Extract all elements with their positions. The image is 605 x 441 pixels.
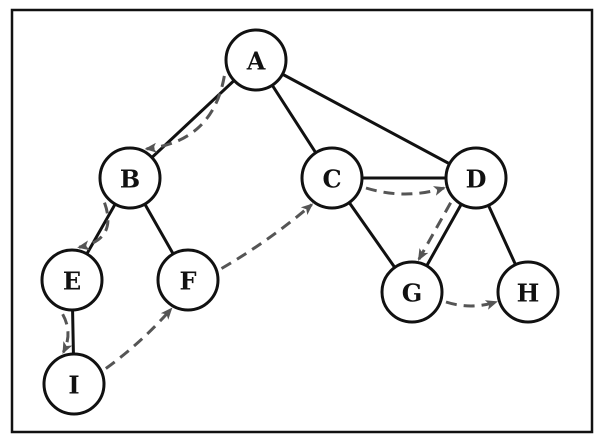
- node-label: G: [402, 279, 423, 308]
- edge-a-d: [254, 58, 478, 180]
- traversal-arrow-b-e: [77, 202, 110, 251]
- edges-layer: [70, 58, 530, 386]
- node-d: D: [444, 146, 508, 210]
- traversal-arrow-a-b: [144, 75, 226, 153]
- traversal-arrow-e-i: [61, 313, 73, 354]
- node-b: B: [98, 146, 162, 210]
- node-circle: [300, 146, 364, 210]
- node-circle: [40, 248, 104, 312]
- node-circle: [42, 352, 106, 416]
- node-circle: [380, 260, 444, 324]
- node-g: G: [380, 260, 444, 324]
- node-e: E: [40, 248, 104, 312]
- node-label: A: [246, 47, 266, 76]
- node-h: H: [496, 260, 560, 324]
- node-circle: [224, 28, 288, 92]
- node-circle: [444, 146, 508, 210]
- node-i: I: [42, 352, 106, 416]
- node-circle: [156, 248, 220, 312]
- node-circle: [496, 260, 560, 324]
- traversal-arrow-g-h: [445, 300, 498, 310]
- node-label: D: [466, 165, 487, 194]
- node-label: F: [179, 267, 196, 296]
- nodes-layer: A B C D E F G H I: [40, 28, 560, 416]
- traversal-arrow-d-g: [417, 202, 452, 261]
- node-label: H: [517, 279, 540, 308]
- node-label: I: [68, 371, 79, 400]
- node-label: C: [322, 165, 341, 194]
- node-f: F: [156, 248, 220, 312]
- traversal-arrow-f-c: [220, 203, 314, 270]
- diagram-frame: [10, 8, 594, 434]
- traversal-arrow-c-d: [365, 186, 446, 196]
- node-label: E: [63, 267, 81, 296]
- node-label: B: [120, 165, 140, 194]
- traversal-layer: [61, 75, 498, 370]
- node-circle: [98, 146, 162, 210]
- node-a: A: [224, 28, 288, 92]
- traversal-arrow-i-f: [104, 307, 173, 370]
- node-c: C: [300, 146, 364, 210]
